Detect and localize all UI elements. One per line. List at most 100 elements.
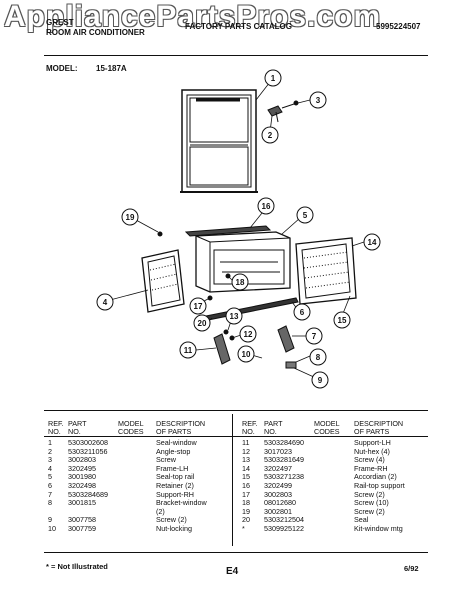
table-row: 15 5303271238 Accordian (2): [240, 473, 428, 482]
svg-text:4: 4: [103, 298, 108, 307]
description-cell: Accordian (2): [354, 472, 397, 482]
model-codes-cell: [116, 516, 154, 525]
ref-cell: 7: [48, 489, 52, 499]
model-codes-cell: [312, 439, 352, 448]
table-row: 5 3001980 Seal-top rail: [46, 473, 230, 482]
callout-20: 20: [193, 314, 211, 332]
svg-text:15: 15: [338, 316, 347, 325]
svg-text:2: 2: [268, 131, 273, 140]
part-number-cell: 5303271238: [264, 472, 304, 482]
right-frame-panel-drawing: [295, 237, 357, 305]
seal-strip-drawing: [205, 297, 299, 321]
model-codes-cell: [116, 508, 154, 517]
col-ref: REF.NO.: [242, 419, 258, 436]
ref-cell: 5: [48, 472, 52, 482]
header-catalog-title: FACTORY PARTS CATALOG: [185, 22, 292, 31]
part-number-cell: 5303212504: [264, 515, 304, 525]
part-number-cell: 3002803: [68, 455, 96, 465]
description-cell: Screw: [156, 455, 176, 465]
table-header-rule: [44, 436, 428, 437]
part-number-cell: 3202498: [68, 480, 96, 490]
model-codes-cell: [312, 508, 352, 517]
callout-4: 4: [96, 293, 114, 311]
description-cell: Screw (2): [354, 506, 385, 516]
header-brand: GREST: [46, 18, 74, 27]
part-number-cell: 3002803: [264, 489, 292, 499]
model-codes-cell: [312, 448, 352, 457]
description-cell: Screw (2): [354, 489, 385, 499]
description-cell: Seal-top rail: [156, 472, 195, 482]
ref-cell: *: [242, 523, 245, 533]
svg-text:6: 6: [300, 308, 305, 317]
svg-text:11: 11: [184, 346, 193, 355]
model-codes-cell: [116, 491, 154, 500]
callout-7: 7: [305, 327, 323, 345]
model-codes-cell: [116, 482, 154, 491]
ref-cell: 20: [242, 515, 250, 525]
table-row: 7 5303284689 Support-RH: [46, 489, 230, 500]
callout-16: 16: [257, 197, 275, 215]
table-row: 4 3202495 Frame-LH: [46, 463, 230, 474]
svg-text:20: 20: [198, 319, 207, 328]
ref-cell: 6: [48, 480, 52, 490]
part-number-cell: 5303002608: [68, 438, 108, 447]
left-frame-panel-drawing: [141, 249, 185, 313]
description-cell: Seal: [354, 515, 369, 525]
callout-14: 14: [363, 233, 381, 251]
svg-text:17: 17: [194, 302, 203, 311]
callout-15: 15: [333, 311, 351, 329]
ref-cell: 8: [48, 498, 52, 508]
part-number-cell: 08012680: [264, 498, 296, 508]
description-cell: Support-RH: [156, 489, 194, 499]
callout-3: 3: [309, 91, 327, 109]
ref-cell: 15: [242, 472, 250, 482]
callout-1: 1: [264, 69, 282, 87]
description-cell: Frame-LH: [156, 463, 189, 473]
model-codes-cell: [116, 439, 154, 448]
model-codes-cell: [312, 499, 352, 508]
ref-cell: 2: [48, 446, 52, 456]
header-rule: [44, 55, 428, 56]
part-number-cell: 5303284689: [68, 489, 108, 499]
svg-text:16: 16: [262, 202, 271, 211]
description-cell: Seal-window: [156, 438, 197, 447]
model-codes-cell: [116, 525, 154, 534]
model-codes-cell: [312, 473, 352, 482]
model-codes-cell: [312, 491, 352, 500]
table-row: (2): [46, 506, 230, 517]
part-number-cell: 3202499: [264, 480, 292, 490]
svg-text:14: 14: [368, 238, 377, 247]
part-number-cell: 3202495: [68, 463, 96, 473]
svg-text:1: 1: [271, 74, 276, 83]
not-illustrated-note: * = Not Illustrated: [46, 562, 108, 571]
model-codes-cell: [312, 525, 352, 534]
part-number-cell: 3001980: [68, 472, 96, 482]
ref-cell: 17: [242, 489, 250, 499]
ref-cell: 4: [48, 463, 52, 473]
svg-text:13: 13: [230, 312, 239, 321]
part-number-cell: 5303284690: [264, 438, 304, 447]
svg-text:7: 7: [312, 332, 317, 341]
model-number: 15-187A: [96, 64, 127, 73]
ref-cell: 18: [242, 498, 250, 508]
model-codes-cell: [116, 448, 154, 457]
revision-date: 6/92: [404, 564, 419, 573]
exploded-parts-diagram: 1 2 3 4 5 6 7 8 9 10 11 12 13 14 15 16 1…: [96, 69, 381, 389]
callout-12: 12: [239, 325, 257, 343]
table-row: 20 5303212504 Seal: [240, 516, 428, 525]
description-cell: (2): [156, 506, 165, 516]
ref-cell: 9: [48, 515, 52, 525]
part-number-cell: 3202497: [264, 463, 292, 473]
svg-text:5: 5: [303, 211, 308, 220]
part-number-cell: 3001815: [68, 498, 96, 508]
